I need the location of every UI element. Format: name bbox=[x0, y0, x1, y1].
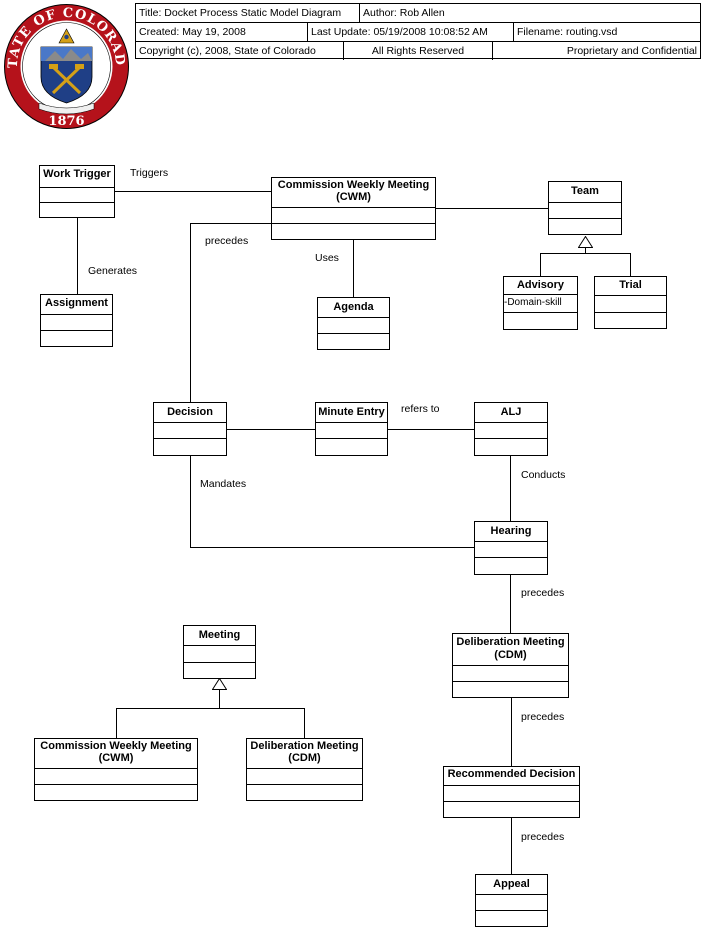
class-meeting[interactable]: Meeting bbox=[183, 625, 256, 679]
diagram-title: Title: Docket Process Static Model Diagr… bbox=[139, 7, 342, 19]
conducts-line bbox=[510, 455, 511, 521]
label-precedes-rd: precedes bbox=[521, 831, 565, 843]
created-date: Created: May 19, 2008 bbox=[139, 26, 246, 38]
hearing-cdm-line bbox=[510, 574, 511, 633]
label-refers-to: refers to bbox=[401, 403, 440, 415]
label-generates: Generates bbox=[88, 265, 138, 277]
label-precedes-cdm: precedes bbox=[521, 711, 565, 723]
cwm-team-line bbox=[435, 208, 549, 209]
cdm-rd-line bbox=[511, 697, 512, 766]
class-deliberation-meeting-right[interactable]: Deliberation Meeting (CDM) bbox=[452, 633, 569, 698]
class-assignment[interactable]: Assignment bbox=[40, 294, 113, 347]
precedes-line-h bbox=[190, 223, 272, 224]
seal-year: 1876 bbox=[48, 114, 84, 129]
class-name: Hearing bbox=[490, 525, 532, 537]
label-conducts: Conducts bbox=[521, 469, 566, 481]
class-decision[interactable]: Decision bbox=[153, 402, 227, 456]
class-trial[interactable]: Trial bbox=[594, 276, 667, 329]
label-precedes-cwm: precedes bbox=[205, 235, 249, 247]
meeting-gen-left bbox=[116, 708, 117, 738]
class-name: Advisory bbox=[516, 279, 565, 291]
class-agenda[interactable]: Agenda bbox=[317, 297, 390, 350]
mandates-line-h bbox=[190, 547, 475, 548]
decision-minute-line bbox=[226, 429, 316, 430]
class-name-line1: Deliberation Meeting bbox=[250, 740, 359, 752]
uses-line bbox=[353, 239, 354, 298]
copyright: Copyright (c), 2008, State of Colorado bbox=[139, 45, 316, 57]
team-gen-right bbox=[630, 253, 631, 277]
meeting-inheritance-triangle bbox=[212, 678, 227, 690]
class-deliberation-meeting-sub[interactable]: Deliberation Meeting (CDM) bbox=[246, 738, 363, 801]
mandates-line-v bbox=[190, 456, 191, 547]
class-name: Decision bbox=[167, 406, 213, 418]
class-name: Agenda bbox=[333, 301, 374, 313]
class-name-line2: (CDM) bbox=[288, 752, 321, 764]
meeting-gen-bar bbox=[116, 708, 305, 709]
class-recommended-decision[interactable]: Recommended Decision bbox=[443, 766, 580, 818]
class-team[interactable]: Team bbox=[548, 181, 622, 235]
label-mandates: Mandates bbox=[200, 478, 247, 490]
title-block: Title: Docket Process Static Model Diagr… bbox=[135, 3, 701, 60]
label-triggers: Triggers bbox=[130, 167, 169, 179]
class-name: Team bbox=[571, 185, 599, 197]
class-alj[interactable]: ALJ bbox=[474, 402, 548, 456]
class-name: Appeal bbox=[493, 878, 530, 890]
class-minute-entry[interactable]: Minute Entry bbox=[315, 402, 388, 456]
rd-appeal-line bbox=[511, 817, 512, 874]
team-gen-bar bbox=[540, 253, 631, 254]
refers-to-line bbox=[387, 429, 475, 430]
meeting-gen-right bbox=[304, 708, 305, 738]
team-gen-stem bbox=[585, 247, 586, 253]
meeting-gen-stem bbox=[219, 690, 220, 708]
class-name-line1: Commission Weekly Meeting bbox=[40, 740, 192, 752]
class-name-line2: (CDM) bbox=[494, 649, 527, 661]
class-hearing[interactable]: Hearing bbox=[474, 521, 548, 575]
rights: All Rights Reserved bbox=[371, 45, 465, 57]
class-commission-weekly-meeting[interactable]: Commission Weekly Meeting (CWM) bbox=[271, 177, 436, 240]
last-update: Last Update: 05/19/2008 10:08:52 AM bbox=[311, 26, 488, 38]
label-uses: Uses bbox=[315, 252, 339, 264]
precedes-line-v bbox=[190, 223, 191, 403]
class-name: Assignment bbox=[45, 297, 108, 309]
triggers-line bbox=[114, 191, 272, 192]
label-precedes-hearing: precedes bbox=[521, 587, 565, 599]
class-advisory[interactable]: Advisory -Domain-skill bbox=[503, 276, 578, 330]
class-appeal[interactable]: Appeal bbox=[475, 874, 548, 927]
state-of-colorado-seal: STATE OF COLORADO 1876 bbox=[3, 3, 129, 129]
class-work-trigger[interactable]: Work Trigger bbox=[39, 165, 115, 218]
class-name: Meeting bbox=[198, 629, 241, 641]
class-name-line2: (CWM) bbox=[336, 191, 371, 203]
author: Author: Rob Allen bbox=[363, 7, 445, 19]
class-name: Work Trigger bbox=[43, 168, 111, 180]
class-commission-weekly-meeting-sub[interactable]: Commission Weekly Meeting (CWM) bbox=[34, 738, 198, 801]
class-attribute: -Domain-skill bbox=[504, 297, 562, 308]
class-name: Minute Entry bbox=[318, 406, 385, 418]
class-name-line2: (CWM) bbox=[98, 752, 134, 764]
team-gen-left bbox=[540, 253, 541, 277]
confidential: Proprietary and Confidential bbox=[566, 45, 697, 57]
class-name: Recommended Decision bbox=[447, 768, 576, 780]
class-name-line1: Deliberation Meeting bbox=[456, 636, 565, 648]
class-name: Trial bbox=[619, 279, 642, 291]
class-name: ALJ bbox=[500, 406, 522, 418]
filename: Filename: routing.vsd bbox=[517, 26, 618, 38]
class-name-line1: Commission Weekly Meeting bbox=[277, 179, 430, 191]
generates-line bbox=[77, 218, 78, 294]
team-inheritance-triangle bbox=[578, 236, 593, 248]
